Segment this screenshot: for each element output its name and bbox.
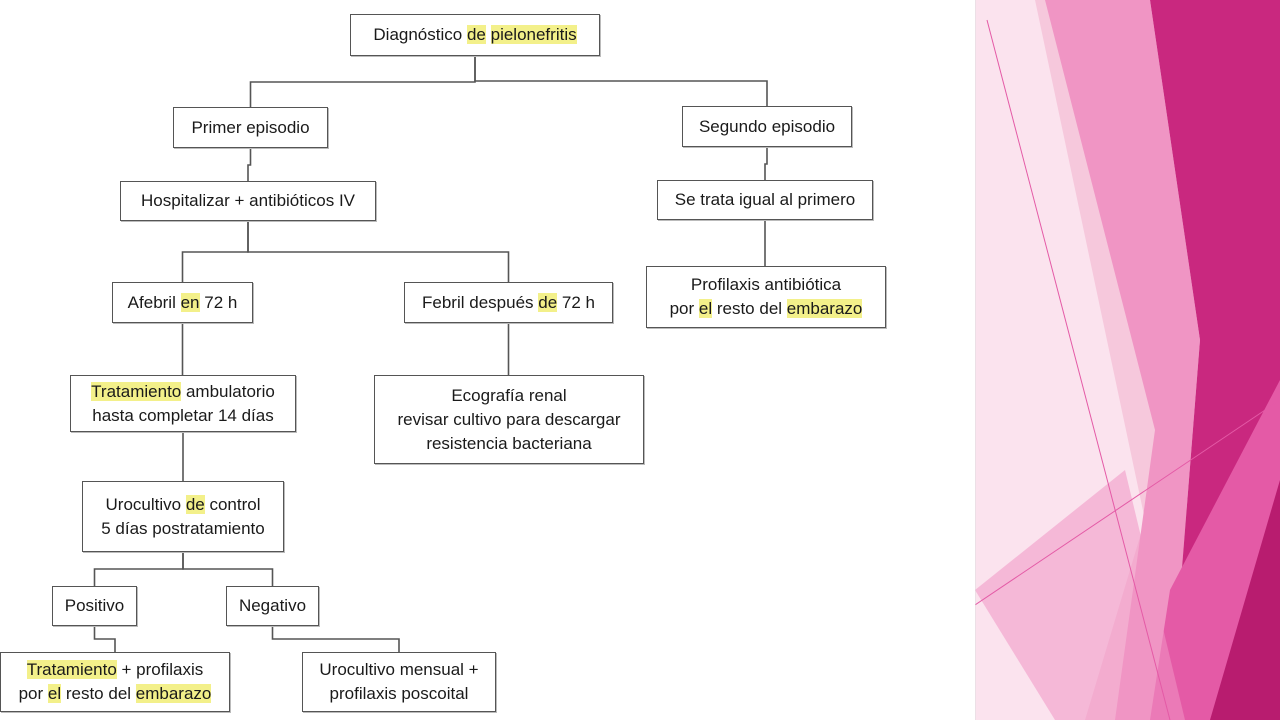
node-text-line: Diagnóstico de pielonefritis	[373, 23, 577, 47]
node-text-line: Febril después de 72 h	[422, 291, 595, 315]
connector-hospitalizar-afebril	[181, 221, 249, 282]
node-primer-episodio: Primer episodio	[173, 107, 328, 148]
node-se-trata-igual: Se trata igual al primero	[657, 180, 873, 220]
connector-diagnostico-primer	[249, 56, 476, 107]
node-text: + profilaxis	[116, 660, 204, 679]
highlighted-text: el	[698, 299, 713, 318]
node-febril: Febril después de 72 h	[404, 282, 613, 323]
node-text: Ecografía renal	[451, 385, 567, 405]
flowchart: Diagnóstico de pielonefritis Primer epis…	[0, 14, 886, 712]
deco-shape-medium	[1045, 0, 1200, 720]
node-text: Febril después	[422, 292, 539, 312]
node-text-line: revisar cultivo para descargar	[398, 408, 621, 432]
connector-diagnostico-segundo	[474, 56, 768, 106]
node-text: Urocultivo mensual +	[319, 660, 479, 679]
node-segundo-episodio: Segundo episodio	[682, 106, 852, 147]
node-text: resto del	[712, 299, 787, 318]
node-text: 72 h	[199, 292, 238, 312]
node-text: Segundo episodio	[698, 116, 836, 136]
node-text: por	[18, 684, 48, 703]
node-text: control	[204, 494, 261, 514]
node-ecografia: Ecografía renal revisar cultivo para desc…	[374, 375, 644, 464]
node-text: Hospitalizar + antibióticos IV	[140, 191, 356, 210]
deco-thin-line-1	[986, 19, 1171, 720]
highlighted-text: Tratamiento	[91, 381, 182, 401]
node-positivo: Positivo	[52, 586, 137, 626]
node-text: Urocultivo	[105, 494, 186, 514]
node-text-line: Afebril en 72 h	[127, 291, 238, 315]
node-text-line: hasta completar 14 días	[92, 404, 273, 428]
highlighted-text: el	[47, 684, 62, 703]
node-urocultivo-mensual: Urocultivo mensual + profilaxis poscoital	[302, 652, 496, 712]
node-text: Positivo	[64, 596, 125, 615]
node-text-line: Primer episodio	[191, 116, 309, 140]
highlighted-text: en	[180, 292, 200, 312]
highlighted-text: embarazo	[786, 299, 863, 318]
node-text-line: Profilaxis antibiótica	[691, 273, 841, 297]
connector-urocultivo-control-negativo	[182, 552, 274, 586]
highlighted-text: de	[538, 292, 558, 312]
node-text: Se trata igual al primero	[674, 190, 856, 209]
node-text-line: Hospitalizar + antibióticos IV	[141, 189, 355, 213]
connector-primer-hospitalizar	[247, 148, 252, 181]
connector-segundo-igual	[764, 147, 768, 180]
highlighted-text: Tratamiento	[26, 660, 117, 679]
node-text: Diagnóstico	[373, 25, 467, 44]
node-hospitalizar: Hospitalizar + antibióticos IV	[120, 181, 376, 221]
node-diagnostico: Diagnóstico de pielonefritis	[350, 14, 600, 56]
node-text: 5 días postratamiento	[101, 518, 265, 538]
node-text: hasta completar 14 días	[92, 405, 274, 425]
connector-urocultivo-control-positivo	[93, 552, 184, 586]
node-text-line: Ecografía renal	[451, 384, 566, 408]
node-text-line: 5 días postratamiento	[101, 517, 264, 541]
node-text-line: Se trata igual al primero	[675, 188, 855, 212]
node-text: resto del	[61, 684, 136, 703]
node-text-line: Urocultivo de control	[105, 493, 261, 517]
node-text: 72 h	[557, 292, 595, 312]
node-afebril: Afebril en 72 h	[112, 282, 253, 323]
node-text: Primer episodio	[191, 117, 310, 137]
node-text: Negativo	[238, 596, 307, 615]
node-text: resistencia bacteriana	[426, 433, 592, 453]
node-text-line: profilaxis poscoital	[330, 682, 469, 706]
node-text-line: Tratamiento ambulatorio	[91, 380, 275, 404]
highlighted-text: de	[466, 25, 486, 44]
node-text: ambulatorio	[181, 381, 275, 401]
deco-shape-dark	[1210, 480, 1280, 720]
node-negativo: Negativo	[226, 586, 319, 626]
node-text-line: por el resto del embarazo	[19, 682, 212, 706]
highlighted-text: pielonefritis	[490, 25, 577, 44]
node-profilaxis-embarazo: Profilaxis antibiótica por el resto del e…	[646, 266, 886, 328]
node-text: profilaxis poscoital	[329, 684, 469, 703]
connector-hospitalizar-febril	[247, 221, 510, 282]
node-text: revisar cultivo para descargar	[397, 409, 621, 429]
node-text: Afebril	[127, 292, 181, 312]
node-text: por	[669, 299, 699, 318]
node-text: Profilaxis antibiótica	[690, 275, 842, 294]
node-text-line: Tratamiento + profilaxis	[26, 658, 204, 682]
node-text	[486, 25, 491, 44]
decorative-pink-panel	[975, 0, 1280, 720]
deco-thin-line-2	[975, 399, 1280, 606]
node-text-line: Urocultivo mensual +	[319, 658, 478, 682]
node-text-line: por el resto del embarazo	[670, 297, 863, 321]
node-text-line: resistencia bacteriana	[426, 432, 591, 456]
deco-shape-overlay	[975, 470, 1185, 720]
highlighted-text: de	[185, 494, 205, 514]
connector-lines	[93, 56, 768, 652]
node-text-line: Positivo	[65, 594, 125, 618]
node-text-line: Segundo episodio	[699, 115, 835, 139]
node-text-line: Negativo	[239, 594, 306, 618]
highlighted-text: embarazo	[135, 684, 212, 703]
connector-positivo-tratamiento-profilaxis	[93, 626, 116, 652]
connector-negativo-urocultivo-mensual	[271, 626, 400, 652]
